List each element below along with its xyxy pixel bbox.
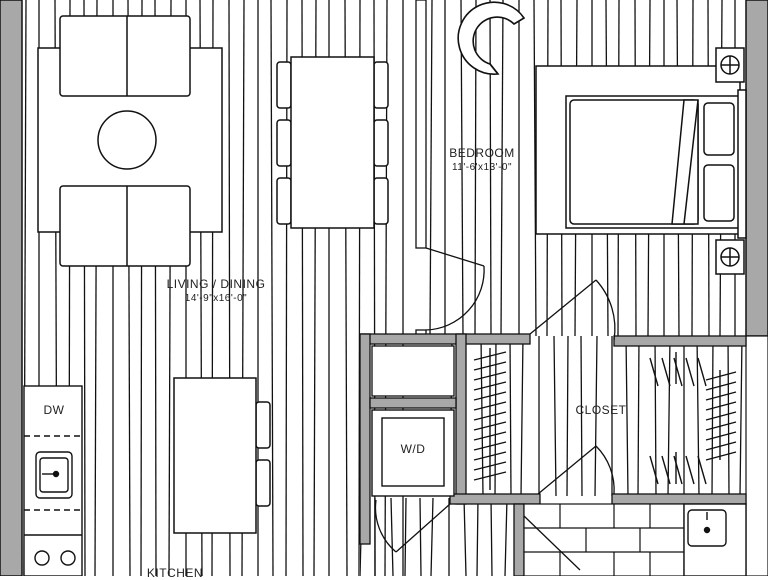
kitchen-label: KITCHEN (146, 566, 204, 580)
utility-door (374, 499, 451, 553)
sofa-set (37, 15, 223, 267)
storage-closet (371, 345, 455, 397)
bedroom-dimensions: 11'-6'x13'-0" (451, 162, 513, 173)
floor-planks-hall (360, 498, 508, 576)
closet-label: CLOSET (575, 403, 627, 417)
wall-left-exterior (0, 0, 23, 576)
bathroom-tile (523, 503, 685, 576)
wall-right-lower (745, 335, 768, 576)
closet-doors (529, 279, 616, 495)
living-room-label: LIVING / DINING (166, 277, 266, 291)
bed (535, 47, 747, 275)
dining-table (276, 56, 389, 229)
washer-dryer-label: W/D (400, 442, 426, 456)
closet-hangers (473, 348, 737, 490)
bedroom-door (425, 247, 485, 331)
kitchen-island (173, 377, 271, 534)
wall-partition-top (415, 0, 427, 249)
wall-right-exterior (745, 0, 768, 337)
lounge-chair (457, 1, 526, 75)
living-room-dimensions: 14'-9"x16'-0" (184, 293, 248, 304)
washer-dryer (371, 409, 455, 497)
bathroom-door (523, 515, 581, 571)
bathroom-vanity (683, 503, 747, 576)
utility-walls (359, 333, 747, 576)
kitchen-counter (23, 385, 83, 576)
dishwasher-label: DW (43, 403, 65, 417)
bedroom-label: BEDROOM (449, 146, 515, 160)
